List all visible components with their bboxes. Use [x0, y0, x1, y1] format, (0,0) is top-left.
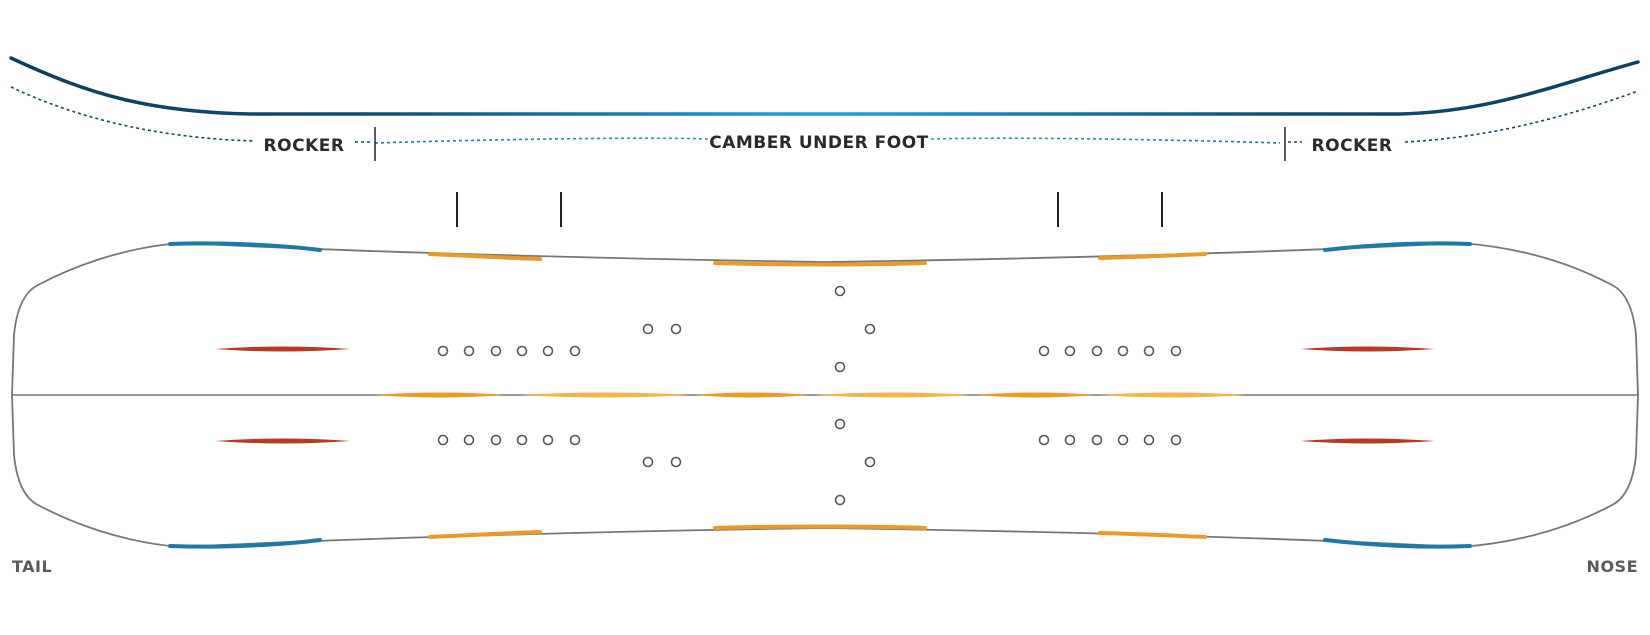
- tail-rocker-dotted-line: [10, 86, 256, 142]
- board-profile-line: [9, 56, 1640, 116]
- binding-inserts: [437, 285, 1182, 506]
- insert-hole: [1064, 345, 1076, 357]
- sidecut-orange-nose-top: [1098, 252, 1207, 260]
- insert-hole: [437, 345, 449, 357]
- insert-hole: [542, 434, 554, 446]
- insert-hole: [1038, 434, 1050, 446]
- insert-hole: [1038, 345, 1050, 357]
- nose-rocker-dotted-line: [1404, 90, 1639, 143]
- nose-red-accent-top: [1300, 346, 1435, 352]
- insert-hole: [542, 345, 554, 357]
- insert-hole: [642, 323, 654, 335]
- centerline-accent-6: [1100, 392, 1245, 398]
- tail-label: TAIL: [12, 557, 52, 576]
- sidecut-orange-tail-bottom: [428, 530, 542, 539]
- insert-hole: [1170, 345, 1182, 357]
- sidecut-orange-tail-top: [428, 252, 542, 261]
- centerline-accent-2: [520, 392, 690, 398]
- insert-hole: [834, 418, 846, 430]
- insert-hole: [834, 361, 846, 373]
- insert-hole: [1091, 345, 1103, 357]
- insert-hole: [642, 456, 654, 468]
- board-top-view: TAIL NOSE: [11, 241, 1639, 576]
- insert-hole: [1117, 345, 1129, 357]
- camber-under-foot-label: CAMBER UNDER FOOT: [709, 133, 929, 153]
- insert-hole: [516, 434, 528, 446]
- tail-red-accent-bottom: [215, 438, 350, 444]
- insert-hole: [834, 494, 846, 506]
- nose-red-accent-bottom: [1300, 438, 1435, 444]
- tail-red-accent-top: [215, 346, 350, 352]
- insert-hole: [569, 434, 581, 446]
- insert-hole: [490, 434, 502, 446]
- nose-label: NOSE: [1587, 557, 1638, 576]
- insert-hole: [1117, 434, 1129, 446]
- profile-view: ROCKER CAMBER UNDER FOOT ROCKER: [9, 56, 1640, 161]
- insert-hole: [1170, 434, 1182, 446]
- insert-hole: [490, 345, 502, 357]
- nose-rocker-label: ROCKER: [1312, 136, 1393, 156]
- sidecut-blue-nose-bottom: [1323, 538, 1472, 549]
- insert-hole: [670, 456, 682, 468]
- insert-hole: [864, 456, 876, 468]
- sidecut-orange-center-bottom: [713, 524, 927, 530]
- centerline-accent-1: [375, 392, 505, 398]
- sidecut-orange-center-top: [713, 261, 927, 267]
- insert-hole: [463, 345, 475, 357]
- centerline-accent-3: [695, 392, 810, 398]
- insert-hole: [834, 285, 846, 297]
- sidecut-blue-nose-top: [1323, 241, 1472, 252]
- tail-rocker-label: ROCKER: [264, 136, 345, 156]
- insert-hole: [864, 323, 876, 335]
- insert-hole: [463, 434, 475, 446]
- sidecut-orange-nose-bottom: [1098, 531, 1207, 539]
- camber-dotted-line: [374, 137, 1281, 144]
- insert-hole: [1143, 434, 1155, 446]
- insert-hole: [1064, 434, 1076, 446]
- insert-hole: [670, 323, 682, 335]
- insert-hole: [569, 345, 581, 357]
- sidecut-blue-tail-top: [168, 241, 322, 252]
- centerline-accent-5: [975, 392, 1095, 398]
- stance-markers: [456, 192, 1163, 227]
- centerline-accent-4: [815, 392, 970, 398]
- insert-hole: [1091, 434, 1103, 446]
- insert-hole: [516, 345, 528, 357]
- insert-hole: [437, 434, 449, 446]
- insert-hole: [1143, 345, 1155, 357]
- sidecut-blue-tail-bottom: [168, 538, 322, 549]
